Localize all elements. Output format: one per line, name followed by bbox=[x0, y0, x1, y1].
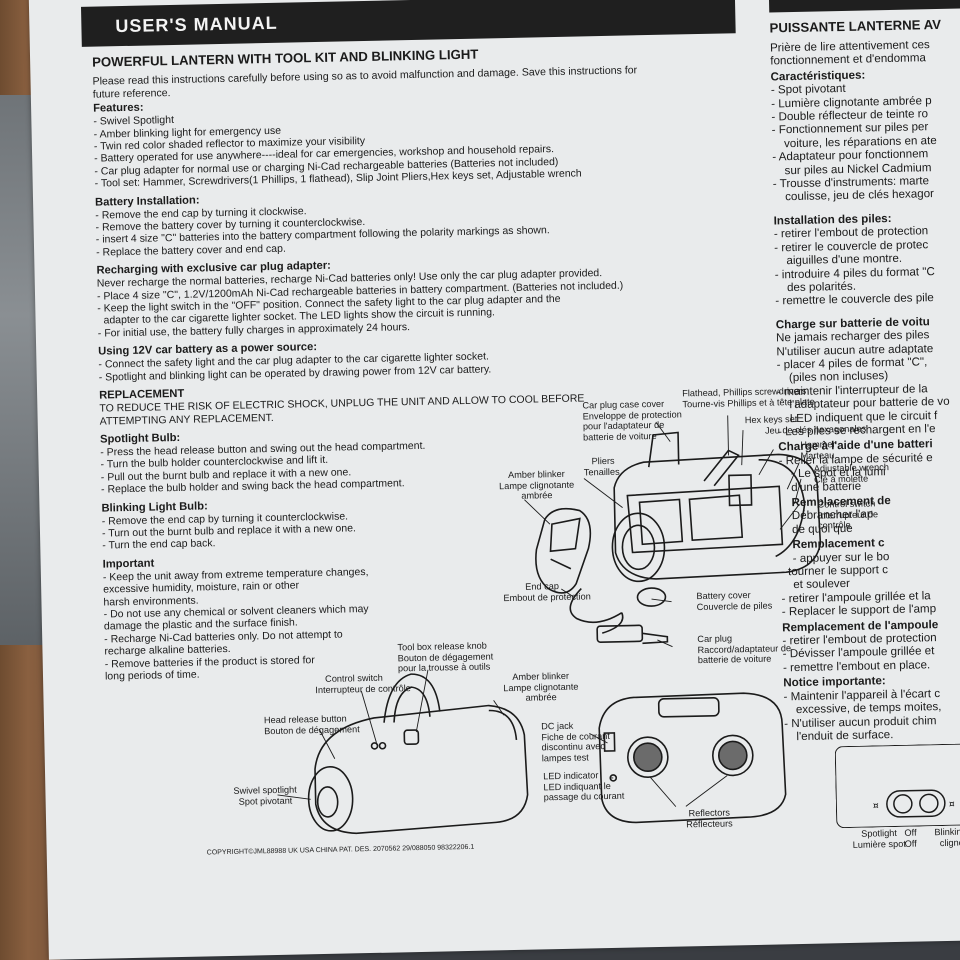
leader-lines bbox=[277, 415, 802, 807]
battery-cover-label: Battery cover Couvercle de piles bbox=[696, 590, 773, 612]
control-switch-label-left: Control switch Interrupteur de contrôle bbox=[315, 672, 411, 695]
french-column: MANUEL D'UTIL PUISSANTE LANTERNE AV Priè… bbox=[768, 0, 960, 850]
pliers-label: Pliers Tenailles bbox=[583, 455, 620, 478]
switch-blinking-label: Blinking Light clignotante bbox=[934, 826, 960, 848]
french-header: MANUEL D'UTIL bbox=[768, 0, 960, 13]
toolbox-release-label: Tool box release knob Bouton de dégageme… bbox=[397, 640, 494, 674]
car-plug-case-label: Car plug case cover Enveloppe de protect… bbox=[582, 398, 682, 443]
product-diagram: Car plug case cover Enveloppe de protect… bbox=[28, 0, 960, 920]
dc-jack-label: DC jack Fiche de courant discontinu avec… bbox=[541, 720, 610, 764]
end-cap-label: End cap Embout de protection bbox=[503, 581, 591, 603]
head-release-label: Head release button Bouton de dégagement bbox=[263, 713, 360, 736]
svg-text:¤: ¤ bbox=[949, 800, 955, 810]
diagram-drawing bbox=[277, 415, 822, 835]
svg-text:¤: ¤ bbox=[873, 801, 879, 811]
reflectors-label: Reflectors Réflecteurs bbox=[686, 807, 733, 829]
switch-diagram-box: ¤ ¤ bbox=[834, 740, 960, 829]
car-plug-illustration bbox=[569, 587, 669, 645]
manual-sheet: USER'S MANUAL POWERFUL LANTERN WITH TOOL… bbox=[28, 0, 960, 960]
switch-drawing: ¤ ¤ bbox=[873, 789, 955, 818]
switch-off-label: Off Off bbox=[904, 827, 917, 849]
open-lantern-illustration bbox=[611, 431, 822, 607]
amber-blinker-label: Amber blinker Lampe clignotante ambrée bbox=[499, 468, 575, 501]
swivel-spotlight-label: Swivel spotlight Spot pivotant bbox=[233, 784, 297, 807]
closed-lantern-illustration bbox=[307, 673, 529, 835]
rear-lantern-illustration bbox=[598, 692, 787, 824]
amber-blinker-label-2: Amber blinker Lampe clignotante ambrée bbox=[503, 670, 579, 703]
car-plug-label: Car plug Raccord/adaptateur de batterie … bbox=[697, 633, 792, 666]
switch-spotlight-label: Spotlight Lumière spot bbox=[852, 827, 906, 850]
amber-blinker-illustration bbox=[535, 507, 592, 594]
french-title: PUISSANTE LANTERNE AV bbox=[769, 16, 942, 36]
led-indicator-label: LED indicator LED indiquant le passage d… bbox=[543, 770, 625, 803]
